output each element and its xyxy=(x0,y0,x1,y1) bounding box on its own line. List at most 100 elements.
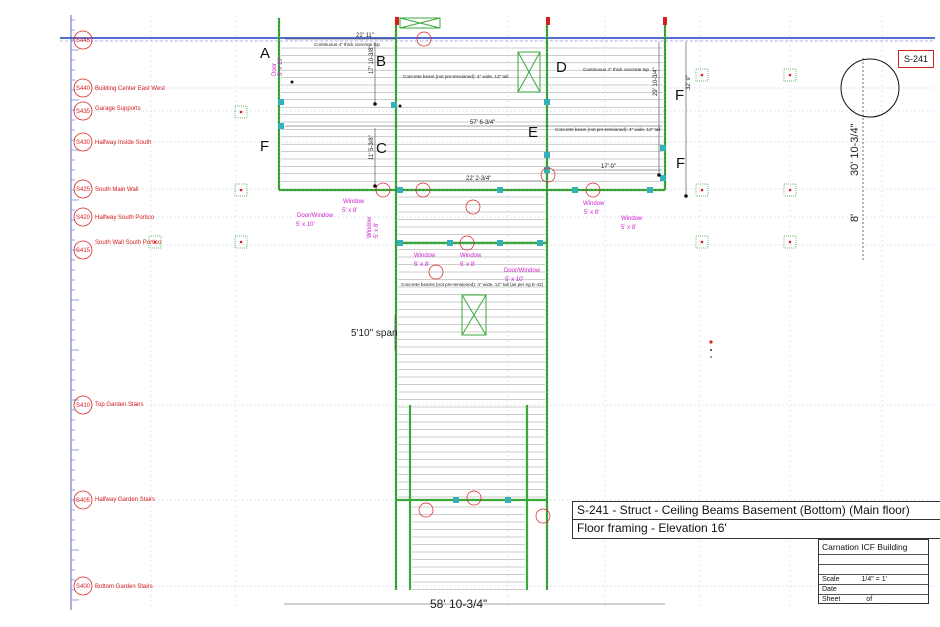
level-tag-group: S435 Garage Supports xyxy=(73,101,141,121)
footing-center xyxy=(788,240,792,244)
level-tag: S400 xyxy=(76,584,91,590)
dimension-label: 17' 10-3/8" xyxy=(369,45,375,74)
footing-center xyxy=(239,188,243,192)
posts xyxy=(278,99,666,503)
level-name: Building Center East West xyxy=(95,86,165,92)
window-label: Window xyxy=(343,199,365,205)
level-name: Halfway Inside South xyxy=(95,140,151,146)
detail-bubble xyxy=(375,182,391,198)
beam-annotation: Concrete beam (not pre-tensioned): 4" wi… xyxy=(555,127,660,132)
level-lines xyxy=(94,39,935,587)
footing-center xyxy=(700,188,704,192)
post xyxy=(647,187,653,193)
section-letter: C xyxy=(376,140,387,157)
post xyxy=(397,187,403,193)
window-label: Window xyxy=(367,216,373,238)
level-tag: S415 xyxy=(76,248,91,254)
post xyxy=(497,240,503,246)
dimension-label: 8' xyxy=(849,214,861,222)
beam-annotation: Concrete beam (not pre-tensioned): 4" wi… xyxy=(403,74,508,79)
drawing-title: S-241 - Struct - Ceiling Beams Basement … xyxy=(573,502,940,520)
post xyxy=(453,497,459,503)
window-size: 5' x 8' xyxy=(374,223,380,238)
drawing-subtitle: Floor framing - Elevation 16' xyxy=(577,521,727,535)
beams-upper xyxy=(281,47,663,182)
window-size: 5' x 8' xyxy=(342,208,357,214)
window-label: Window xyxy=(621,216,643,222)
level-name: Halfway Garden Stairs xyxy=(95,497,155,503)
window-size: 5' x 10' xyxy=(278,57,284,76)
section-letter: F xyxy=(675,87,684,104)
dimension-label: 30' 10-3/4" xyxy=(849,123,861,176)
scale-label: Scale xyxy=(822,576,840,583)
window-size: 5' x 8' xyxy=(584,210,599,216)
level-tag-group: S445 xyxy=(73,30,93,50)
footing xyxy=(234,105,248,119)
level-tag: S410 xyxy=(76,403,91,409)
marker-dot xyxy=(709,340,713,344)
level-tag-group: S430 Halfway Inside South xyxy=(73,132,151,152)
level-tag: S405 xyxy=(76,498,91,504)
window-label: Window xyxy=(414,253,436,259)
window-label: Door/Window xyxy=(504,268,541,274)
detail-bubble xyxy=(465,199,481,215)
level-tag: S420 xyxy=(76,215,91,221)
dimension-label: 22' 11" xyxy=(356,33,374,39)
detail-bubble xyxy=(428,264,444,280)
footing-center xyxy=(239,110,243,114)
level-name: South Wall South Portico xyxy=(95,240,162,246)
detail-bubble xyxy=(585,182,601,198)
post xyxy=(397,240,403,246)
post xyxy=(660,175,666,181)
post xyxy=(544,99,550,105)
level-name: Garage Supports xyxy=(95,106,141,112)
level-tag: S440 xyxy=(76,86,91,92)
date-row: Date xyxy=(819,585,928,595)
beams-lower xyxy=(398,196,545,590)
detail-bubble xyxy=(535,508,551,524)
post xyxy=(447,240,453,246)
date-label: Date xyxy=(822,586,837,593)
post xyxy=(537,240,543,246)
level-tag: S425 xyxy=(76,187,91,193)
window-size: 5' x 8' xyxy=(621,225,636,231)
window-label: Window xyxy=(583,201,605,207)
info-row-blank xyxy=(819,565,928,575)
post xyxy=(544,167,550,173)
post xyxy=(278,99,284,105)
window-size: 5' x 10' xyxy=(505,277,524,283)
section-letter: E xyxy=(528,124,538,141)
beam-annotations: Concrete beam (not pre-tensioned): 4" wi… xyxy=(314,42,660,287)
dimension-label: 17' 0" xyxy=(601,164,616,170)
beam-annotation: Continuous 4" thick concrete top xyxy=(583,67,649,72)
footing xyxy=(783,68,797,82)
section-letter: A xyxy=(260,45,270,62)
walls-dotted xyxy=(278,18,666,590)
window-size: 5' x 8' xyxy=(460,262,475,268)
footing-center xyxy=(788,73,792,77)
sheet-label: Sheet xyxy=(822,596,841,603)
level-tag-group: S405 Halfway Garden Stairs xyxy=(73,490,155,510)
project-name: Carnation ICF Building xyxy=(819,540,928,555)
opening-top xyxy=(399,17,541,336)
detail-bubble xyxy=(540,167,556,183)
footing-center xyxy=(700,73,704,77)
detail-bubbles xyxy=(375,31,601,524)
post xyxy=(505,497,511,503)
span-label: 5'10" span xyxy=(351,328,398,339)
window-label: Door/Window xyxy=(297,213,334,219)
post xyxy=(391,102,397,108)
dimension-label: 32' 9" xyxy=(686,75,692,90)
level-tag: S430 xyxy=(76,140,91,146)
section-letter: D xyxy=(556,59,567,76)
title-block: S-241 - Struct - Ceiling Beams Basement … xyxy=(572,501,940,539)
detail-bubble xyxy=(466,490,482,506)
footing-center xyxy=(788,188,792,192)
dimension-label: 57' 6-3/4" xyxy=(470,120,495,126)
overall-dimension: 58' 10-3/4" xyxy=(430,597,487,611)
footing xyxy=(695,183,709,197)
level-tag: S445 xyxy=(76,38,91,44)
footing xyxy=(695,235,709,249)
